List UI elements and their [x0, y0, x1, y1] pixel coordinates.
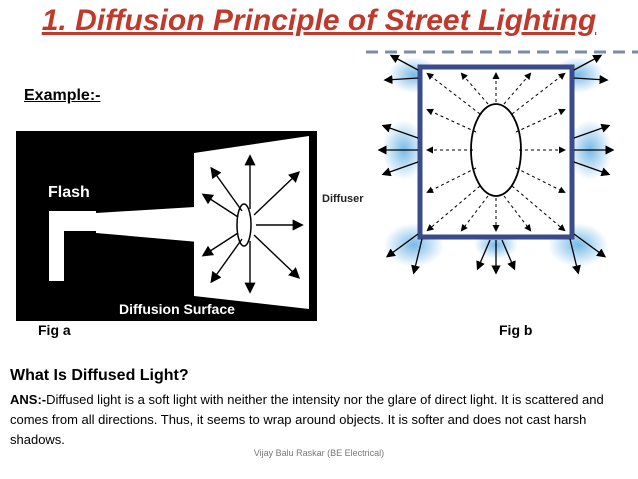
figure-b-diffuser: Diffuser	[322, 40, 638, 290]
figure-a-diagram: Flash Diffusion Surface	[48, 136, 309, 317]
flash-label: Flash	[48, 184, 90, 201]
question-heading: What Is Diffused Light?	[10, 367, 189, 384]
answer-prefix: ANS:-	[10, 392, 47, 407]
beam-end	[236, 203, 252, 247]
diffusion-surface-label: Diffusion Surface	[119, 301, 235, 317]
diffuser-label: Diffuser	[322, 193, 364, 205]
radiating-arrows	[201, 154, 304, 294]
slide-title: 1. Diffusion Principle of Street Lightin…	[41, 4, 597, 37]
example-label: Example:-	[24, 87, 101, 104]
footer-author: Vijay Balu Raskar (BE Electrical)	[253, 448, 385, 458]
inner-arrows	[426, 72, 566, 232]
figure-a-caption: Fig a	[38, 322, 71, 338]
outer-arrows	[377, 54, 615, 275]
figure-b-diagram: Diffuser	[322, 50, 638, 275]
light-beam-cone	[96, 204, 244, 246]
flash-body-shape	[49, 211, 96, 281]
figure-b-caption: Fig b	[499, 322, 533, 338]
answer-text: Diffused light is a soft light with neit…	[10, 392, 604, 447]
figure-a-flash-diffusion: Flash Diffusion Surface	[16, 131, 317, 321]
lamp-ellipse	[470, 103, 522, 197]
answer-paragraph: ANS:-Diffused light is a soft light with…	[10, 390, 630, 450]
